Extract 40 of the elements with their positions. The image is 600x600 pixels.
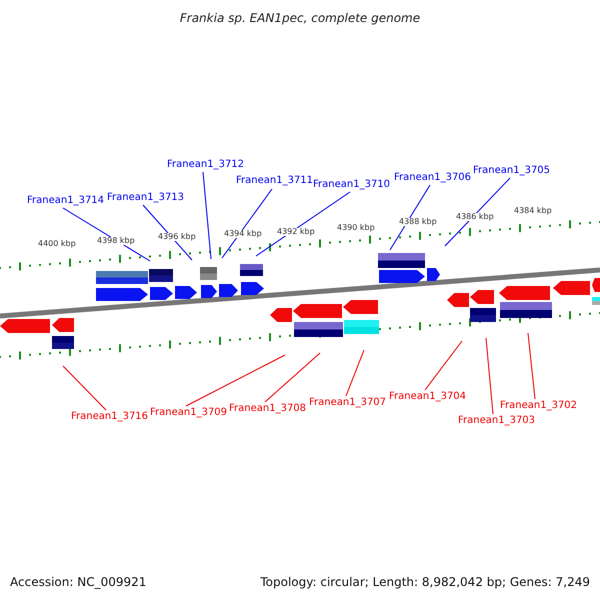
leader-line — [62, 366, 106, 410]
gene-label: Franean1_3710 — [313, 180, 390, 190]
scale-label: 4384 kbp — [514, 207, 552, 215]
leader-line — [186, 354, 286, 406]
gene-label: Franean1_3709 — [150, 408, 228, 418]
scale-label: 4388 kbp — [399, 218, 437, 226]
gene-label: Franean1_3705 — [473, 166, 550, 176]
leader-line — [256, 192, 350, 256]
scale-label: 4386 kbp — [456, 213, 494, 221]
gene-label: Franean1_3706 — [394, 173, 472, 183]
gene-label: Franean1_3707 — [309, 398, 386, 408]
leader-line — [346, 350, 364, 396]
gene-label: Franean1_3708 — [229, 404, 306, 414]
gene-label: Franean1_3716 — [71, 412, 148, 422]
leader-line — [486, 338, 494, 414]
leader-line — [528, 332, 536, 400]
scale-label: 4398 kbp — [97, 237, 135, 245]
scale-label: 4396 kbp — [158, 233, 196, 241]
scale-label: 4394 kbp — [224, 230, 262, 238]
title: Frankia sp. EAN1pec, complete genome — [178, 12, 422, 24]
gene-label: Franean1_3704 — [389, 392, 466, 402]
scale-label: 4400 kbp — [38, 240, 76, 248]
footer-text: Accession: NC_009921 — [10, 576, 146, 588]
scale-label: 4392 kbp — [277, 228, 315, 236]
gene-label: Franean1_3713 — [107, 193, 184, 203]
gene-label: Franean1_3711 — [236, 176, 314, 186]
leader-line — [424, 340, 462, 390]
leader-line — [142, 204, 192, 260]
leader-line — [62, 208, 150, 262]
leader-line — [202, 172, 212, 260]
leader-line — [222, 188, 272, 258]
gene-label: Franean1_3712 — [167, 160, 244, 170]
scale-label: 4390 kbp — [337, 224, 375, 232]
leader-line — [444, 178, 510, 246]
footer-text: Topology: circular; Length: 8,982,042 bp; Genes: 7,249 — [260, 576, 590, 588]
gene-label: Franean1_3714 — [27, 196, 104, 206]
gene-label: Franean1_3702 — [500, 401, 578, 411]
leader-line — [390, 184, 430, 250]
leader-line — [264, 352, 320, 402]
gene-label: Franean1_3703 — [458, 416, 536, 426]
